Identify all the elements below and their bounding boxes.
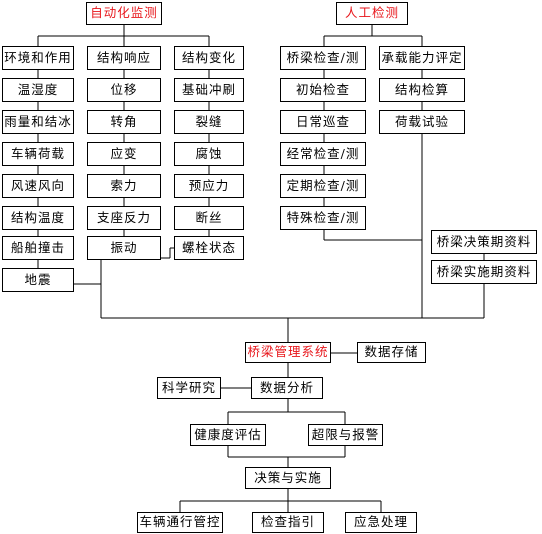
capacity-item: 荷载试验 xyxy=(379,110,465,134)
environment-item: 结构温度 xyxy=(2,206,74,230)
inspection-item: 定期检查/测 xyxy=(280,174,366,198)
structural-change-item: 预应力 xyxy=(174,174,244,198)
response-item: 振动 xyxy=(87,236,161,260)
capacity-header: 承载能力评定 xyxy=(379,46,465,70)
capacity-item: 结构检算 xyxy=(379,78,465,102)
environment-item: 风速风向 xyxy=(2,174,74,198)
structural-change-item: 基础冲刷 xyxy=(174,78,244,102)
response-item: 位移 xyxy=(87,78,161,102)
environment-header: 环境和作用 xyxy=(2,46,74,70)
inspection-item: 经常检查/测 xyxy=(280,142,366,166)
decision-phase-documents: 桥梁决策期资料 xyxy=(431,230,537,254)
environment-item: 船舶撞击 xyxy=(2,236,74,260)
manual-inspection-title: 人工检测 xyxy=(336,2,408,25)
environment-item: 雨量和结冰 xyxy=(2,110,74,134)
structural-change-item: 裂缝 xyxy=(174,110,244,134)
response-item: 索力 xyxy=(87,174,161,198)
inspection-item: 特殊检查/测 xyxy=(280,206,366,230)
structural-change-item: 腐蚀 xyxy=(174,142,244,166)
inspection-header: 桥梁检查/测 xyxy=(280,46,366,70)
inspection-item: 日常巡查 xyxy=(280,110,366,134)
vehicle-traffic-control: 车辆通行管控 xyxy=(137,512,223,533)
implementation-phase-documents: 桥梁实施期资料 xyxy=(431,260,537,284)
bridge-management-system: 桥梁管理系统 xyxy=(245,342,331,363)
response-item: 应变 xyxy=(87,142,161,166)
data-analysis: 数据分析 xyxy=(251,377,323,399)
environment-item: 地震 xyxy=(2,268,74,292)
decision-and-implementation: 决策与实施 xyxy=(245,467,331,489)
response-item: 支座反力 xyxy=(87,206,161,230)
environment-item: 车辆荷载 xyxy=(2,142,74,166)
response-header: 结构响应 xyxy=(87,46,161,70)
environment-item: 温湿度 xyxy=(2,78,74,102)
structural-change-item: 螺栓状态 xyxy=(174,236,244,260)
structural-change-header: 结构变化 xyxy=(174,46,244,70)
over-limit-alarm: 超限与报警 xyxy=(308,424,383,446)
data-storage: 数据存储 xyxy=(357,342,426,363)
structural-change-item: 断丝 xyxy=(174,206,244,230)
inspection-item: 初始检查 xyxy=(280,78,366,102)
emergency-handling: 应急处理 xyxy=(345,512,417,533)
health-assessment: 健康度评估 xyxy=(190,424,266,446)
response-item: 转角 xyxy=(87,110,161,134)
inspection-guidance: 检查指引 xyxy=(252,512,324,533)
auto-monitoring-title: 自动化监测 xyxy=(86,2,162,25)
scientific-research: 科学研究 xyxy=(157,377,221,399)
